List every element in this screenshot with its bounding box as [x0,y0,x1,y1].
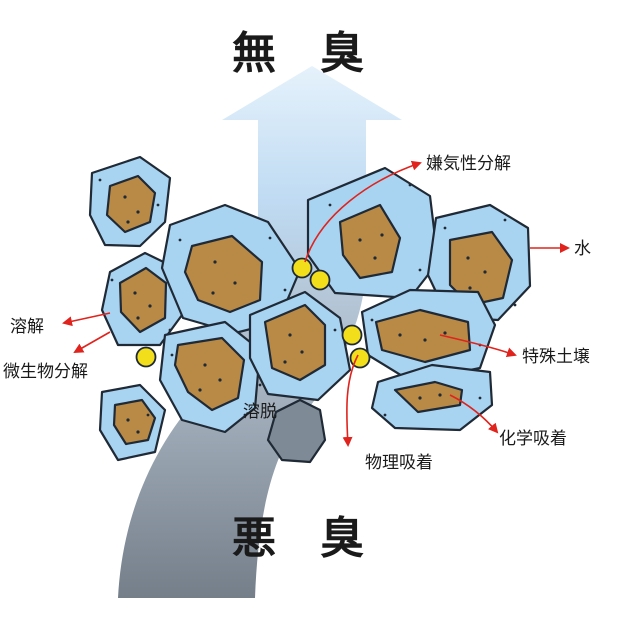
odor-molecule-3 [341,324,363,346]
arrow-physical-adsorption [342,354,359,447]
arrow-dissolution [62,312,111,327]
label-anaerobic-decomposition: 嫌気性分解 [426,154,511,174]
label-special-soil: 特殊土壌 [522,347,590,367]
label-physical-adsorption: 物理吸着 [365,453,433,473]
arrow-microbial-decomposition [73,331,111,353]
odor-molecule-2 [309,269,331,291]
title-bad-odor: 悪 臭 [232,513,364,564]
arrow-special-soil [439,334,517,358]
title-odorless: 無 臭 [232,28,364,79]
label-water: 水 [574,239,591,259]
arrow-decomposition [304,160,422,263]
label-elution: 溶脱 [243,402,277,422]
odor-molecule-1 [291,257,313,279]
label-dissolution: 溶解 [10,317,44,337]
soil-particle-10 [370,363,494,432]
label-microbial-decomposition: 微生物分解 [3,362,88,382]
soil-particle-3 [160,203,302,335]
particle-dots [98,178,517,434]
eluted-particle [266,398,327,464]
soil-particle-4 [158,320,262,434]
soil-particle-9 [360,288,497,384]
soil-particle-7 [306,166,440,300]
soil-particle-2 [100,251,184,347]
soil-particle-1 [88,155,172,248]
arrow-chemical-adsorption [449,394,499,434]
soil-particle-6 [248,290,352,402]
soil-particle-5 [98,383,167,462]
label-chemical-adsorption: 化学吸着 [499,429,567,449]
odor-molecule-5 [135,346,157,368]
